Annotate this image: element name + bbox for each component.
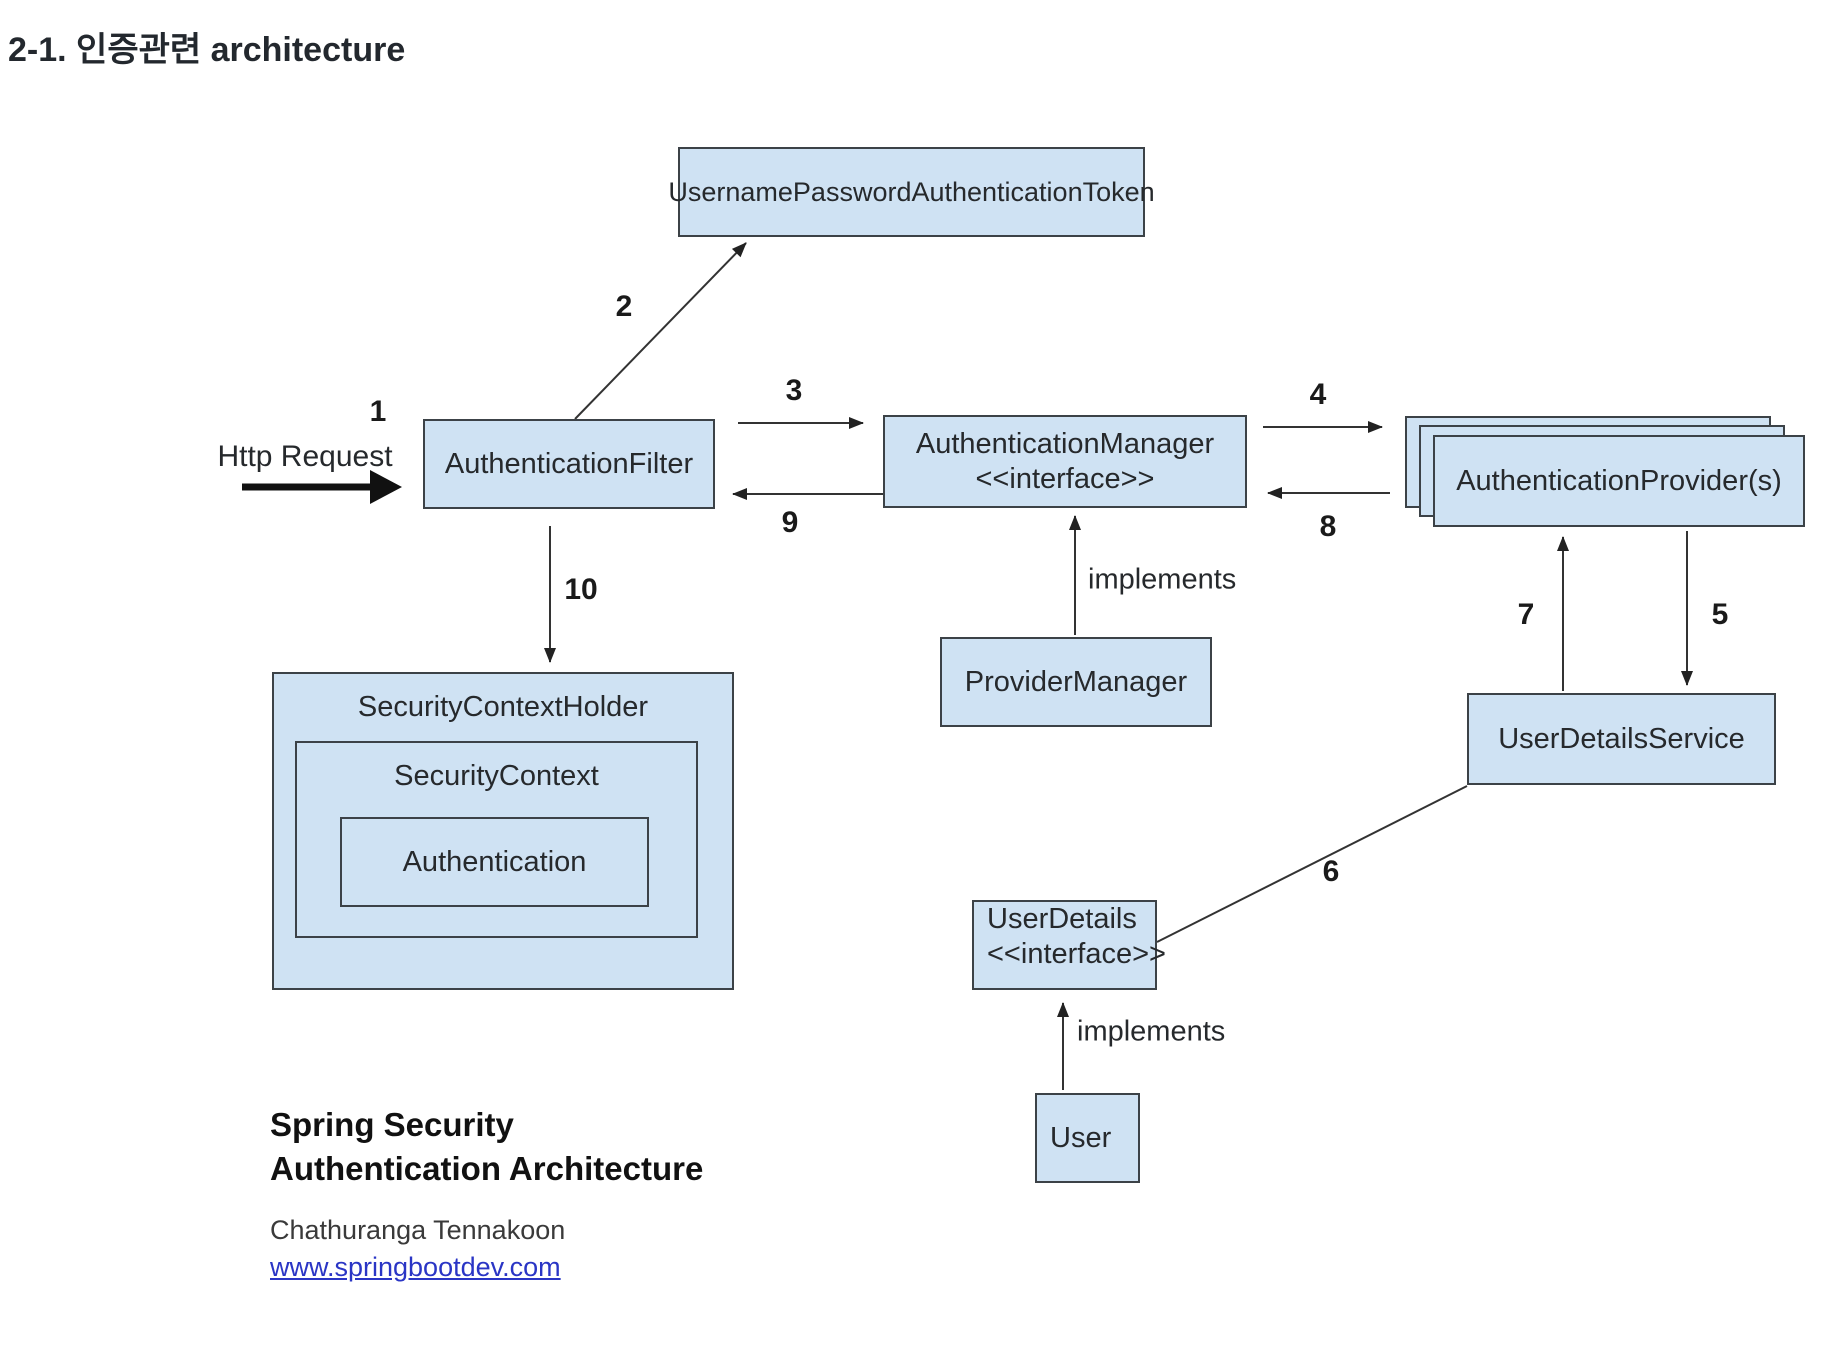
edge-label-10: 10 xyxy=(564,573,598,606)
page-title: 2-1. 인증관련 architecture xyxy=(8,31,406,69)
node-user-details-stereotype: <<interface>> xyxy=(987,937,1166,970)
node-authentication-providers: AuthenticationProvider(s) xyxy=(1433,435,1805,527)
edge-label-4: 4 xyxy=(1309,378,1327,411)
edge-http-request-head xyxy=(370,470,402,504)
node-user-details: UserDetails <<interface>> xyxy=(972,900,1166,990)
edge-label-6: 6 xyxy=(1322,855,1340,888)
node-user-details-service: UserDetailsService xyxy=(1467,693,1776,785)
footer-credit: Spring Security Authentication Architect… xyxy=(270,1103,703,1283)
edge-label-1: 1 xyxy=(369,395,387,428)
node-user-details-title: UserDetails xyxy=(987,903,1137,935)
edge-label-5: 5 xyxy=(1711,598,1729,631)
edge-label-8: 8 xyxy=(1319,510,1337,543)
node-authentication-manager: AuthenticationManager <<interface>> xyxy=(883,415,1247,508)
node-provider-manager: ProviderManager xyxy=(940,637,1212,727)
implements-label-manager: implements xyxy=(1088,563,1237,596)
edge-label-9: 9 xyxy=(781,506,799,539)
node-user: User xyxy=(1035,1093,1140,1183)
edge-label-2: 2 xyxy=(615,290,633,323)
footer-title-line1: Spring Security xyxy=(270,1106,514,1143)
edge-2 xyxy=(574,242,747,420)
edge-label-7: 7 xyxy=(1517,598,1535,631)
http-request-label: Http Request xyxy=(217,440,393,473)
footer-title-line2: Authentication Architecture xyxy=(270,1150,704,1187)
edge-label-3: 3 xyxy=(785,374,803,407)
node-authentication-manager-stereotype: <<interface>> xyxy=(975,462,1155,495)
footer-website-link[interactable]: www.springbootdev.com xyxy=(270,1252,561,1282)
node-authentication-manager-title: AuthenticationManager xyxy=(915,427,1215,460)
footer-author: Chathuranga Tennakoon xyxy=(270,1215,566,1245)
implements-label-user: implements xyxy=(1077,1015,1226,1048)
node-authentication-filter: AuthenticationFilter xyxy=(423,419,715,509)
node-username-password-authentication-token: UsernamePasswordAuthenticationToken xyxy=(668,147,1155,237)
edge-6 xyxy=(1156,785,1468,943)
node-authentication: Authentication xyxy=(340,817,649,907)
